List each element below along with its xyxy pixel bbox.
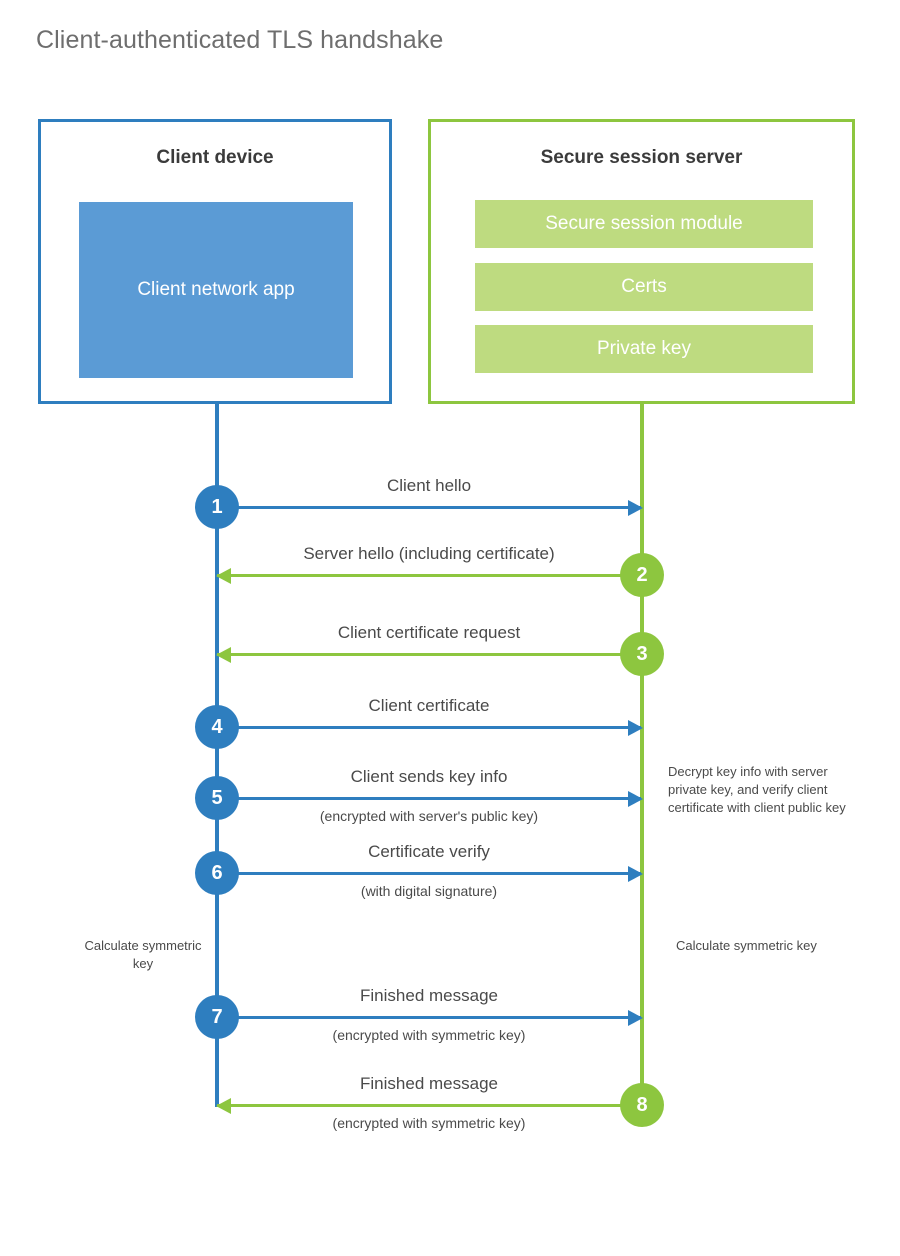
arrow-head-icon (216, 568, 231, 584)
arrow-head-icon (628, 500, 643, 516)
arrow-head-icon (216, 647, 231, 663)
server-decrypt-note: Decrypt key info with server private key… (668, 764, 846, 815)
message-arrow-line (217, 574, 641, 577)
page-title: Client-authenticated TLS handshake (36, 26, 444, 54)
message-sublabel: (with digital signature) (360, 883, 498, 899)
step-number-circle-6: 6 (195, 851, 239, 895)
arrow-head-icon (628, 866, 643, 882)
step-number-circle-2: 2 (620, 553, 664, 597)
message-arrow-line (217, 726, 641, 729)
arrow-head-icon (628, 720, 643, 736)
server-calculate-symmetric-key-note: Calculate symmetric key (676, 938, 817, 953)
client-network-app-block: Client network app (79, 202, 353, 378)
step-number-circle-5: 5 (195, 776, 239, 820)
step-number-circle-4: 4 (195, 705, 239, 749)
arrow-head-icon (628, 1010, 643, 1026)
message-arrow-line (217, 1016, 641, 1019)
message-label: Server hello (including certificate) (303, 544, 555, 563)
step-number-circle-7: 7 (195, 995, 239, 1039)
message-label: Certificate verify (368, 842, 490, 861)
message-label: Client certificate request (337, 623, 521, 642)
server-component-private-key: Private key (475, 325, 813, 373)
step-number-circle-8: 8 (620, 1083, 664, 1127)
client-lifeline (215, 404, 219, 1107)
message-arrow-line (217, 653, 641, 656)
message-sublabel: (encrypted with symmetric key) (332, 1115, 526, 1131)
client-device-box: Client device Client network app (38, 119, 392, 404)
server-component-certs: Certs (475, 263, 813, 311)
message-label: Client certificate (368, 696, 490, 715)
message-arrow-line (217, 797, 641, 800)
message-label: Client sends key info (350, 767, 508, 786)
message-label: Finished message (360, 986, 498, 1005)
client-device-title: Client device (156, 147, 274, 168)
server-lifeline (640, 404, 644, 1107)
server-component-secure-session-module: Secure session module (475, 200, 813, 248)
message-arrow-line (217, 1104, 641, 1107)
arrow-head-icon (216, 1098, 231, 1114)
message-sublabel: (encrypted with server's public key) (319, 808, 539, 824)
client-calculate-symmetric-key-note: Calculate symmetric key (84, 938, 202, 971)
message-sublabel: (encrypted with symmetric key) (332, 1027, 526, 1043)
message-label: Finished message (360, 1074, 498, 1093)
step-number-circle-3: 3 (620, 632, 664, 676)
step-number-circle-1: 1 (195, 485, 239, 529)
secure-session-server-box: Secure session server Secure session mod… (428, 119, 855, 404)
message-arrow-line (217, 872, 641, 875)
message-label: Client hello (386, 476, 472, 495)
message-arrow-line (217, 506, 641, 509)
secure-session-server-title: Secure session server (540, 147, 743, 168)
arrow-head-icon (628, 791, 643, 807)
